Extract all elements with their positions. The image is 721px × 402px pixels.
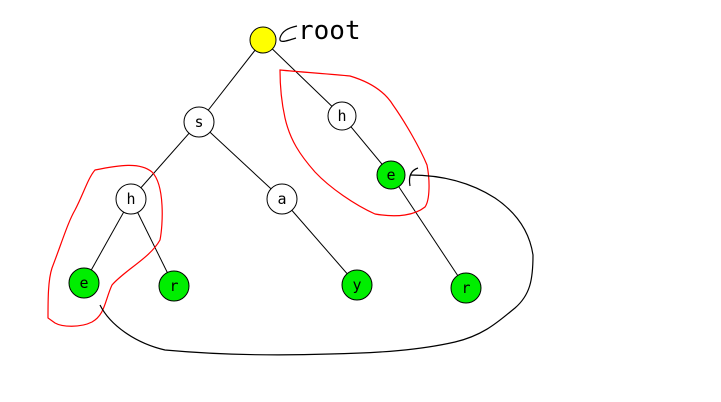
node-label-r_left: r: [169, 277, 178, 295]
node-label-r_right: r: [461, 279, 470, 297]
connector-arrow-tick: [408, 167, 419, 187]
node-e_mid: e: [376, 160, 406, 190]
node-y: y: [341, 269, 373, 301]
edge-e_mid-r_right: [390, 174, 467, 289]
node-e_left: e: [68, 267, 100, 299]
node-circle-r_right: [450, 272, 482, 304]
tree-edges: [83, 39, 467, 289]
node-circle-h_right: [327, 101, 357, 131]
node-s: s: [183, 106, 215, 138]
node-circle-e_mid: [376, 160, 406, 190]
tree-nodes: s h h a e e r y r: [68, 26, 482, 304]
node-label-a: a: [277, 190, 286, 208]
node-label-e_left: e: [79, 274, 88, 292]
root-pointer-arrow: [279, 25, 298, 42]
node-label-e_mid: e: [386, 166, 395, 184]
node-label-h_left: h: [126, 190, 135, 208]
node-label-s: s: [194, 113, 203, 131]
node-root: [249, 26, 277, 54]
node-h_left: h: [115, 183, 147, 215]
edge-s-h_left: [130, 121, 200, 200]
node-circle-h_left: [115, 183, 147, 215]
highlight-loop-left: [47, 164, 163, 327]
node-label-y: y: [352, 276, 361, 294]
node-r_right: r: [450, 272, 482, 304]
edge-s-a: [198, 121, 283, 200]
node-circle-y: [341, 269, 373, 301]
root-label: root: [298, 16, 361, 46]
node-h_right: h: [327, 101, 357, 131]
node-circle-r_left: [158, 270, 190, 302]
highlight-loop-right: [279, 69, 430, 217]
node-circle-root: [249, 26, 277, 54]
edge-h_left-e_left: [83, 198, 132, 284]
edge-h_left-r_left: [130, 198, 175, 287]
node-circle-e_left: [68, 267, 100, 299]
edge-root-h_right: [262, 39, 343, 117]
node-a: a: [266, 183, 298, 215]
edge-a-y: [281, 198, 358, 286]
connector-loop: [99, 174, 534, 356]
node-r_left: r: [158, 270, 190, 302]
node-label-h_right: h: [337, 107, 346, 125]
edge-root-s: [198, 39, 264, 123]
node-circle-a: [266, 183, 298, 215]
node-circle-s: [183, 106, 215, 138]
